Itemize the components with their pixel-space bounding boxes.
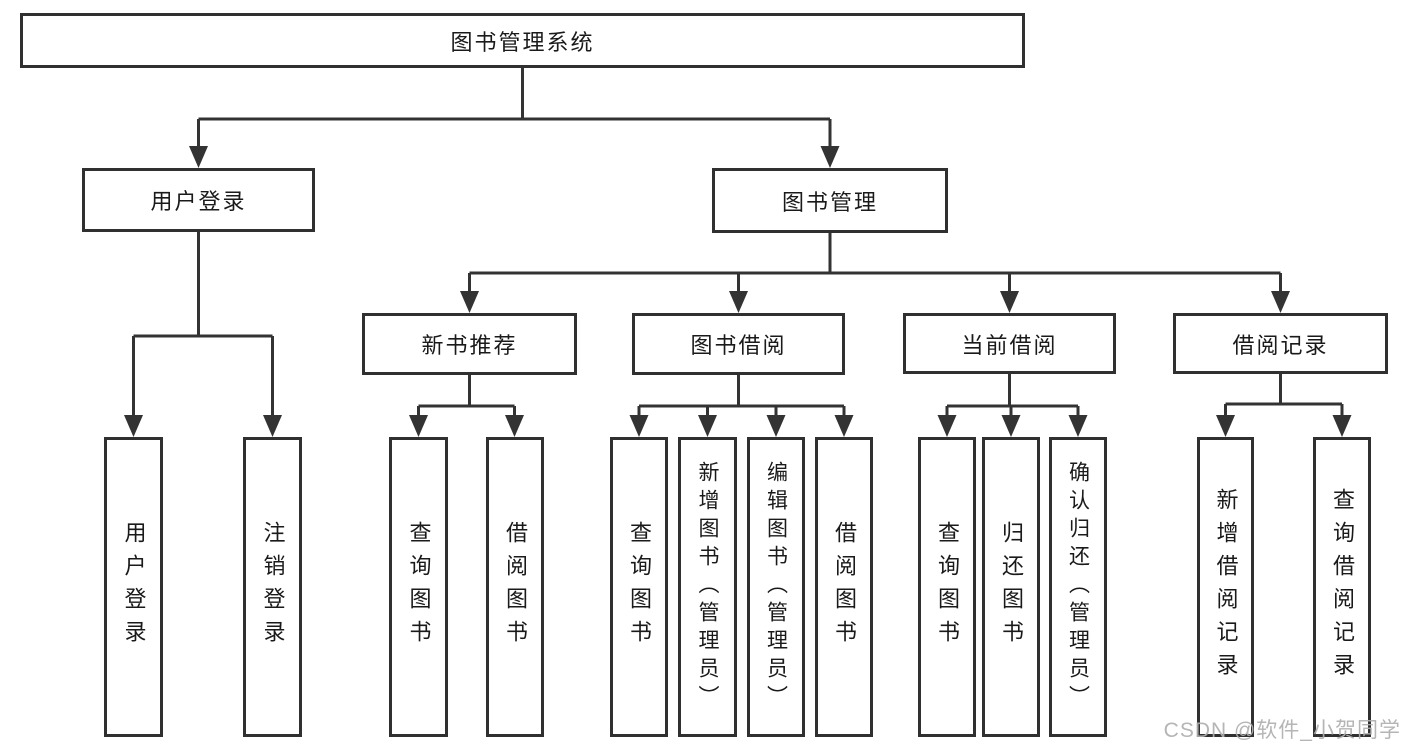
arrowhead-leaf-logout: [263, 415, 282, 437]
node-root-system: 图书管理系统: [20, 13, 1025, 68]
node-book-management-label: 图书管理: [781, 189, 878, 215]
leaf-user-login: 用户登录: [104, 437, 163, 737]
arrowhead-leaf-query-record: [1332, 415, 1352, 437]
leaf-query-record-label: 查询借阅记录: [1330, 488, 1355, 686]
leaf-query-record: 查询借阅记录: [1313, 437, 1371, 737]
node-borrow-records: 借阅记录: [1173, 313, 1388, 374]
node-borrow-records-label: 借阅记录: [1232, 332, 1329, 358]
leaf-query-books-1-label: 查询图书: [406, 521, 432, 653]
leaf-query-books-3: 查询图书: [918, 437, 976, 737]
arrowhead-new-book-recommend: [460, 291, 479, 313]
arrowhead-leaf-add-book: [698, 415, 717, 437]
node-book-management: 图书管理: [712, 168, 948, 233]
connector-borrow-to-leaves: [637, 375, 846, 419]
leaf-confirm-return: 确认归还（管理员）: [1049, 437, 1107, 737]
leaf-borrow-books-2: 借阅图书: [815, 437, 873, 737]
arrowhead-leaf-query-books-2: [629, 415, 649, 437]
leaf-confirm-return-label: 确认归还（管理员）: [1066, 461, 1090, 713]
arrowhead-book-management: [820, 146, 840, 168]
arrowhead-book-borrow: [729, 291, 748, 313]
connector-records-to-leaves: [1224, 374, 1344, 419]
arrowhead-leaf-return-book: [1001, 415, 1021, 437]
node-new-book-recommend-label: 新书推荐: [421, 333, 518, 358]
leaf-query-books-3-label: 查询图书: [935, 521, 960, 653]
leaf-logout: 注销登录: [243, 437, 302, 737]
leaf-borrow-books-2-label: 借阅图书: [832, 521, 857, 653]
node-new-book-recommend: 新书推荐: [362, 313, 577, 375]
leaf-borrow-books-1-label: 借阅图书: [503, 521, 528, 653]
arrowhead-leaf-edit-book: [766, 415, 786, 437]
leaf-return-book-label: 归还图书: [999, 521, 1024, 653]
node-user-login: 用户登录: [82, 168, 315, 232]
node-current-borrow: 当前借阅: [903, 313, 1116, 374]
arrowhead-leaf-confirm-return: [1068, 415, 1088, 437]
arrowhead-borrow-records: [1271, 291, 1290, 313]
arrowhead-leaf-add-record: [1216, 415, 1235, 437]
arrowhead-leaf-user-login: [124, 415, 143, 437]
leaf-user-login-label: 用户登录: [121, 521, 147, 653]
node-user-login-label: 用户登录: [150, 189, 247, 214]
arrowhead-leaf-query-books-3: [937, 415, 957, 437]
node-current-borrow-label: 当前借阅: [961, 332, 1058, 358]
connector-userlogin-to-leaves: [132, 232, 274, 419]
connector-root-to-level2: [197, 68, 832, 150]
connector-bookmgmt-to-level3: [468, 233, 1282, 295]
leaf-add-record: 新增借阅记录: [1197, 437, 1254, 737]
node-book-borrow-label: 图书借阅: [690, 333, 787, 358]
leaf-logout-label: 注销登录: [260, 521, 286, 653]
arrowhead-leaf-borrow-books-2: [834, 415, 854, 437]
arrowhead-leaf-borrow-books-1: [505, 415, 524, 437]
csdn-watermark: CSDN @软件_小贺同学: [1163, 719, 1401, 742]
leaf-edit-book: 编辑图书（管理员）: [747, 437, 805, 737]
leaf-edit-book-label: 编辑图书（管理员）: [764, 461, 788, 713]
leaf-add-book-label: 新增图书（管理员）: [696, 461, 719, 713]
leaf-borrow-books-1: 借阅图书: [486, 437, 544, 737]
arrowhead-current-borrow: [1000, 291, 1019, 313]
node-book-borrow: 图书借阅: [632, 313, 845, 375]
leaf-add-book: 新增图书（管理员）: [678, 437, 737, 737]
connector-recommend-to-leaves: [417, 375, 516, 419]
leaf-query-books-2-label: 查询图书: [627, 521, 652, 653]
node-root-system-label: 图书管理系统: [450, 29, 595, 55]
leaf-query-books-1: 查询图书: [389, 437, 448, 737]
leaf-add-record-label: 新增借阅记录: [1213, 488, 1239, 686]
leaf-query-books-2: 查询图书: [610, 437, 668, 737]
leaf-return-book: 归还图书: [982, 437, 1040, 737]
arrowhead-leaf-query-books-1: [409, 415, 428, 437]
connector-current-to-leaves: [945, 374, 1080, 419]
arrowhead-user-login: [189, 146, 208, 168]
